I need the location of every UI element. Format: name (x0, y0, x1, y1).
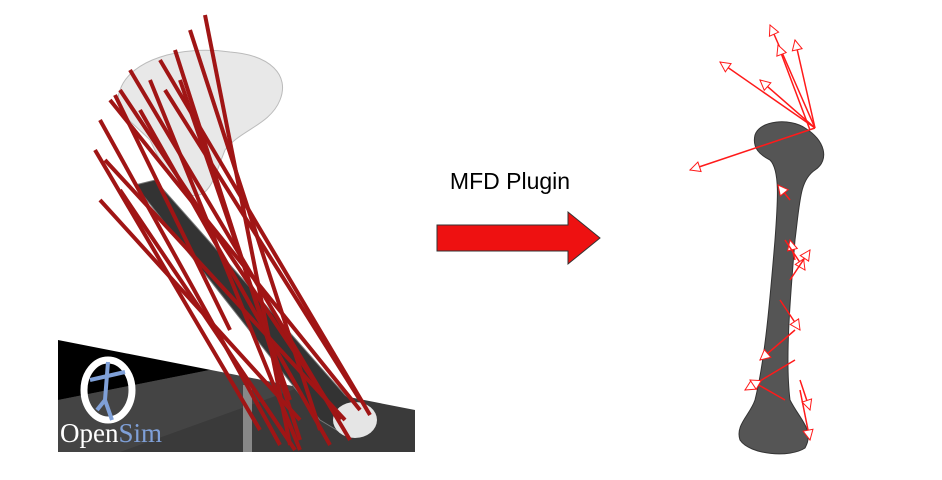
force-arrow (688, 127, 816, 173)
force-arrow (776, 43, 811, 131)
opensim-logo (80, 356, 136, 424)
force-arrow (759, 329, 796, 361)
force-arrow (799, 379, 813, 412)
muscle-line (103, 158, 347, 422)
muscle-line (98, 119, 282, 446)
force-arrow (768, 23, 816, 129)
force-arrow (799, 389, 814, 442)
muscle-line (203, 14, 292, 446)
femur-bone (738, 121, 825, 455)
force-arrow (779, 299, 801, 331)
muscle-line (98, 198, 302, 422)
force-arrow (791, 38, 816, 129)
process-label: MFD Plugin (449, 168, 571, 194)
opensim-logo-text: OpenSim (60, 418, 162, 449)
muscle-line (148, 79, 302, 451)
force-arrow (719, 61, 816, 129)
muscle-line (108, 98, 362, 412)
force-arrow (777, 184, 791, 201)
muscle-line (138, 109, 332, 446)
force-arrow (789, 249, 811, 281)
muscle-line (178, 79, 292, 401)
force-arrows (688, 23, 816, 442)
logo-open: Open (60, 418, 119, 448)
muscle-line (113, 94, 232, 331)
force-arrow (749, 379, 786, 401)
muscle-line (163, 88, 362, 402)
muscle-lines (93, 14, 372, 452)
logo-sim: Sim (118, 418, 163, 448)
